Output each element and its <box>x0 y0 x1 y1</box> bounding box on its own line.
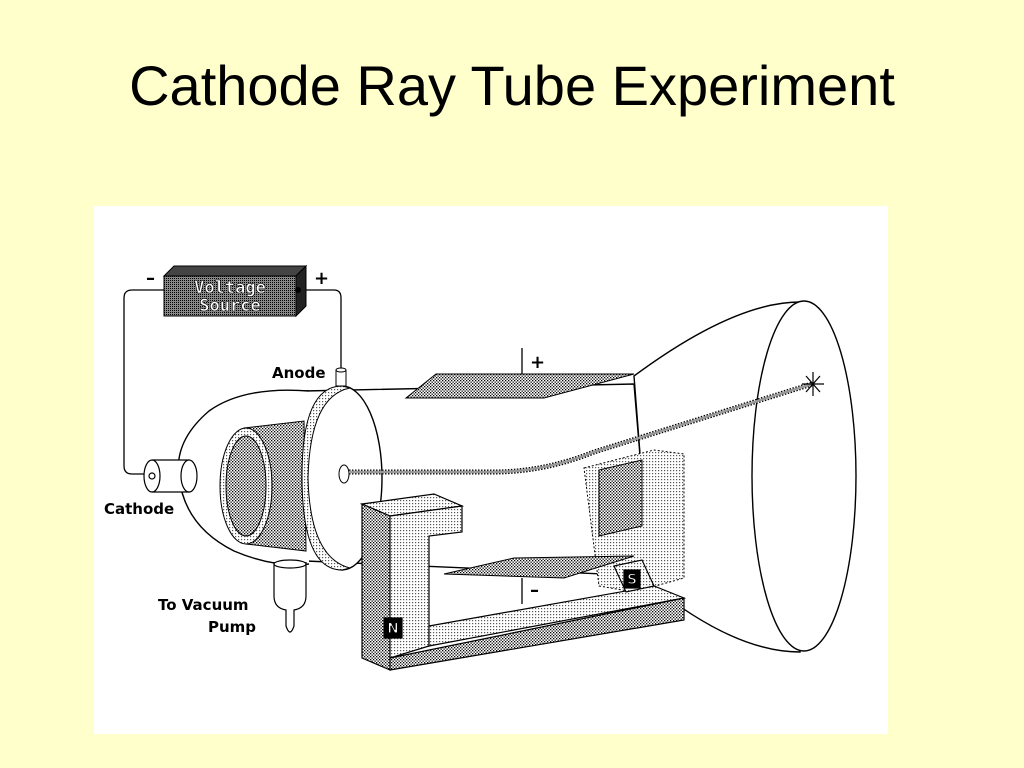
voltage-positive-sign: + <box>314 268 329 289</box>
cathode-connector <box>143 459 198 493</box>
voltage-source-line1: Voltage <box>194 278 266 298</box>
top-deflection-plate: + <box>404 348 635 399</box>
voltage-source-line2: Source <box>199 296 260 316</box>
top-plate-sign: + <box>530 352 545 373</box>
magnet-north: S N <box>359 493 687 671</box>
voltage-source: Voltage Source – + <box>146 264 329 318</box>
impact-spark <box>802 372 824 396</box>
cathode-disc <box>219 420 307 552</box>
circuit-wires <box>123 289 342 475</box>
anode-label: Anode <box>272 364 326 382</box>
voltage-negative-sign: – <box>146 268 155 289</box>
magnet-north-label: N <box>387 621 399 637</box>
cathode-label: Cathode <box>104 500 174 518</box>
vacuum-label-line1: To Vacuum <box>158 596 249 614</box>
bottom-plate-sign: – <box>530 580 539 601</box>
crt-diagram: Voltage Source – + <box>104 264 857 671</box>
magnet-south-label: S <box>627 572 637 588</box>
vacuum-pump-nozzle <box>273 559 307 633</box>
bottom-deflection-plate: – <box>443 555 635 604</box>
electron-beam <box>349 372 824 475</box>
diagram-panel: Voltage Source – + <box>94 206 888 734</box>
page-title: Cathode Ray Tube Experiment <box>129 54 895 117</box>
vacuum-label-line2: Pump <box>208 618 256 636</box>
